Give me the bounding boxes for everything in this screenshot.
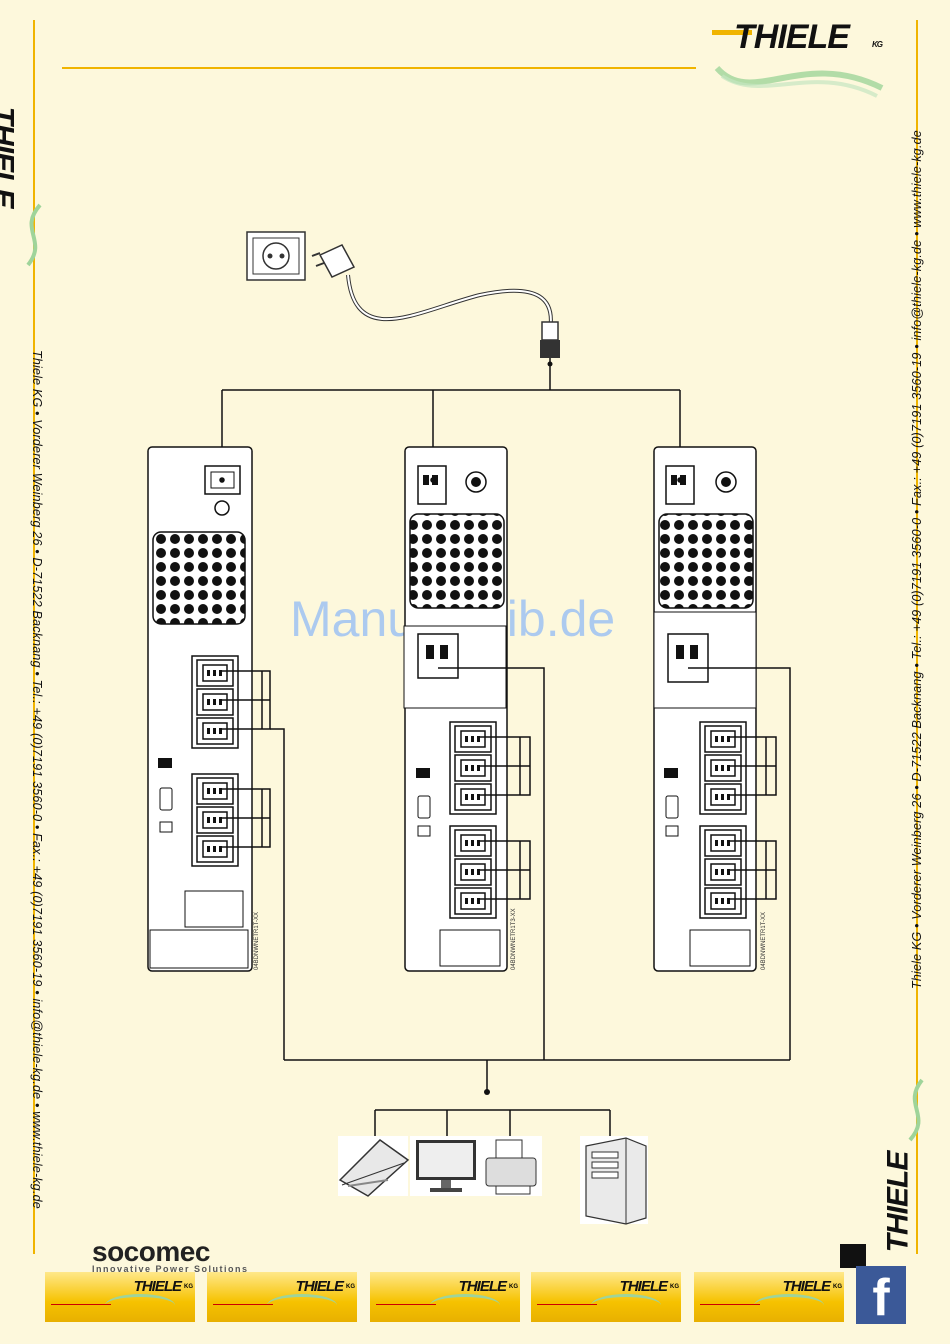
ups-unit-3: 04BDNWNETR1T-XX [653, 446, 767, 972]
socomec-logo: socomec Innovative Power Solutions [92, 1236, 249, 1274]
logo-swoosh-right [908, 1078, 924, 1142]
banner-link-5[interactable]: THIELE KG [694, 1272, 844, 1322]
banner-5-suffix: KG [833, 1284, 842, 1290]
banner-2-suffix: KG [346, 1284, 355, 1290]
wall-socket-icon [246, 231, 306, 281]
thiele-logo-top: THIELE KG [712, 18, 892, 108]
thiele-logo-right: THIELE [881, 1075, 940, 1275]
banner-2-word: THIELE [295, 1278, 344, 1295]
schuko-plug-icon [311, 244, 356, 278]
banner-3-word: THIELE [458, 1278, 507, 1295]
power-cable [346, 274, 553, 331]
banner-4-word: THIELE [619, 1278, 668, 1295]
banner-5-word: THIELE [782, 1278, 831, 1295]
facebook-icon: f [872, 1269, 890, 1327]
monitor-icon [410, 1136, 482, 1196]
left-accent-rail [33, 20, 35, 1254]
facebook-link[interactable]: f [856, 1266, 906, 1327]
iec-connector-icon [540, 321, 560, 358]
output-wiring [222, 667, 791, 1140]
socomec-tagline: Innovative Power Solutions [92, 1264, 249, 1274]
right-accent-rail [916, 20, 918, 1254]
ups-unit-2: 04BDNWNETR1T3-XX [403, 446, 517, 972]
logo-bar [712, 30, 752, 35]
banner-1-word: THIELE [133, 1278, 182, 1295]
banner-link-3[interactable]: THIELE KG [370, 1272, 520, 1322]
pc-tower-icon [580, 1136, 648, 1225]
banner-link-2[interactable]: THIELE KG [207, 1272, 357, 1322]
scanner-icon [338, 1136, 410, 1197]
top-rule [62, 67, 696, 69]
banner-link-1[interactable]: THIELE KG [45, 1272, 195, 1322]
logo-swoosh-left [26, 203, 42, 267]
ups-2-part-label: 04BDNWNETR1T3-XX [511, 908, 517, 970]
logo-suffix: KG [872, 40, 883, 49]
ups-3-part-label: 04BDNWNETR1T-XX [761, 912, 767, 970]
socomec-name: socomec [92, 1236, 210, 1267]
banner-3-suffix: KG [509, 1284, 518, 1290]
page-marker [840, 1244, 866, 1268]
banner-link-4[interactable]: THIELE KG [531, 1272, 681, 1322]
banner-1-suffix: KG [184, 1284, 193, 1290]
ups-1-part-label: 04BDNWNETR1T-XX [254, 912, 260, 970]
banner-4-suffix: KG [670, 1284, 679, 1290]
logo-word: THIELE [734, 18, 850, 56]
thiele-logo-left: THIELE [0, 70, 50, 270]
logo-swoosh [714, 65, 884, 98]
ups-unit-1: 04BDNWNETR1T-XX [147, 446, 260, 972]
printer-icon [482, 1136, 542, 1196]
